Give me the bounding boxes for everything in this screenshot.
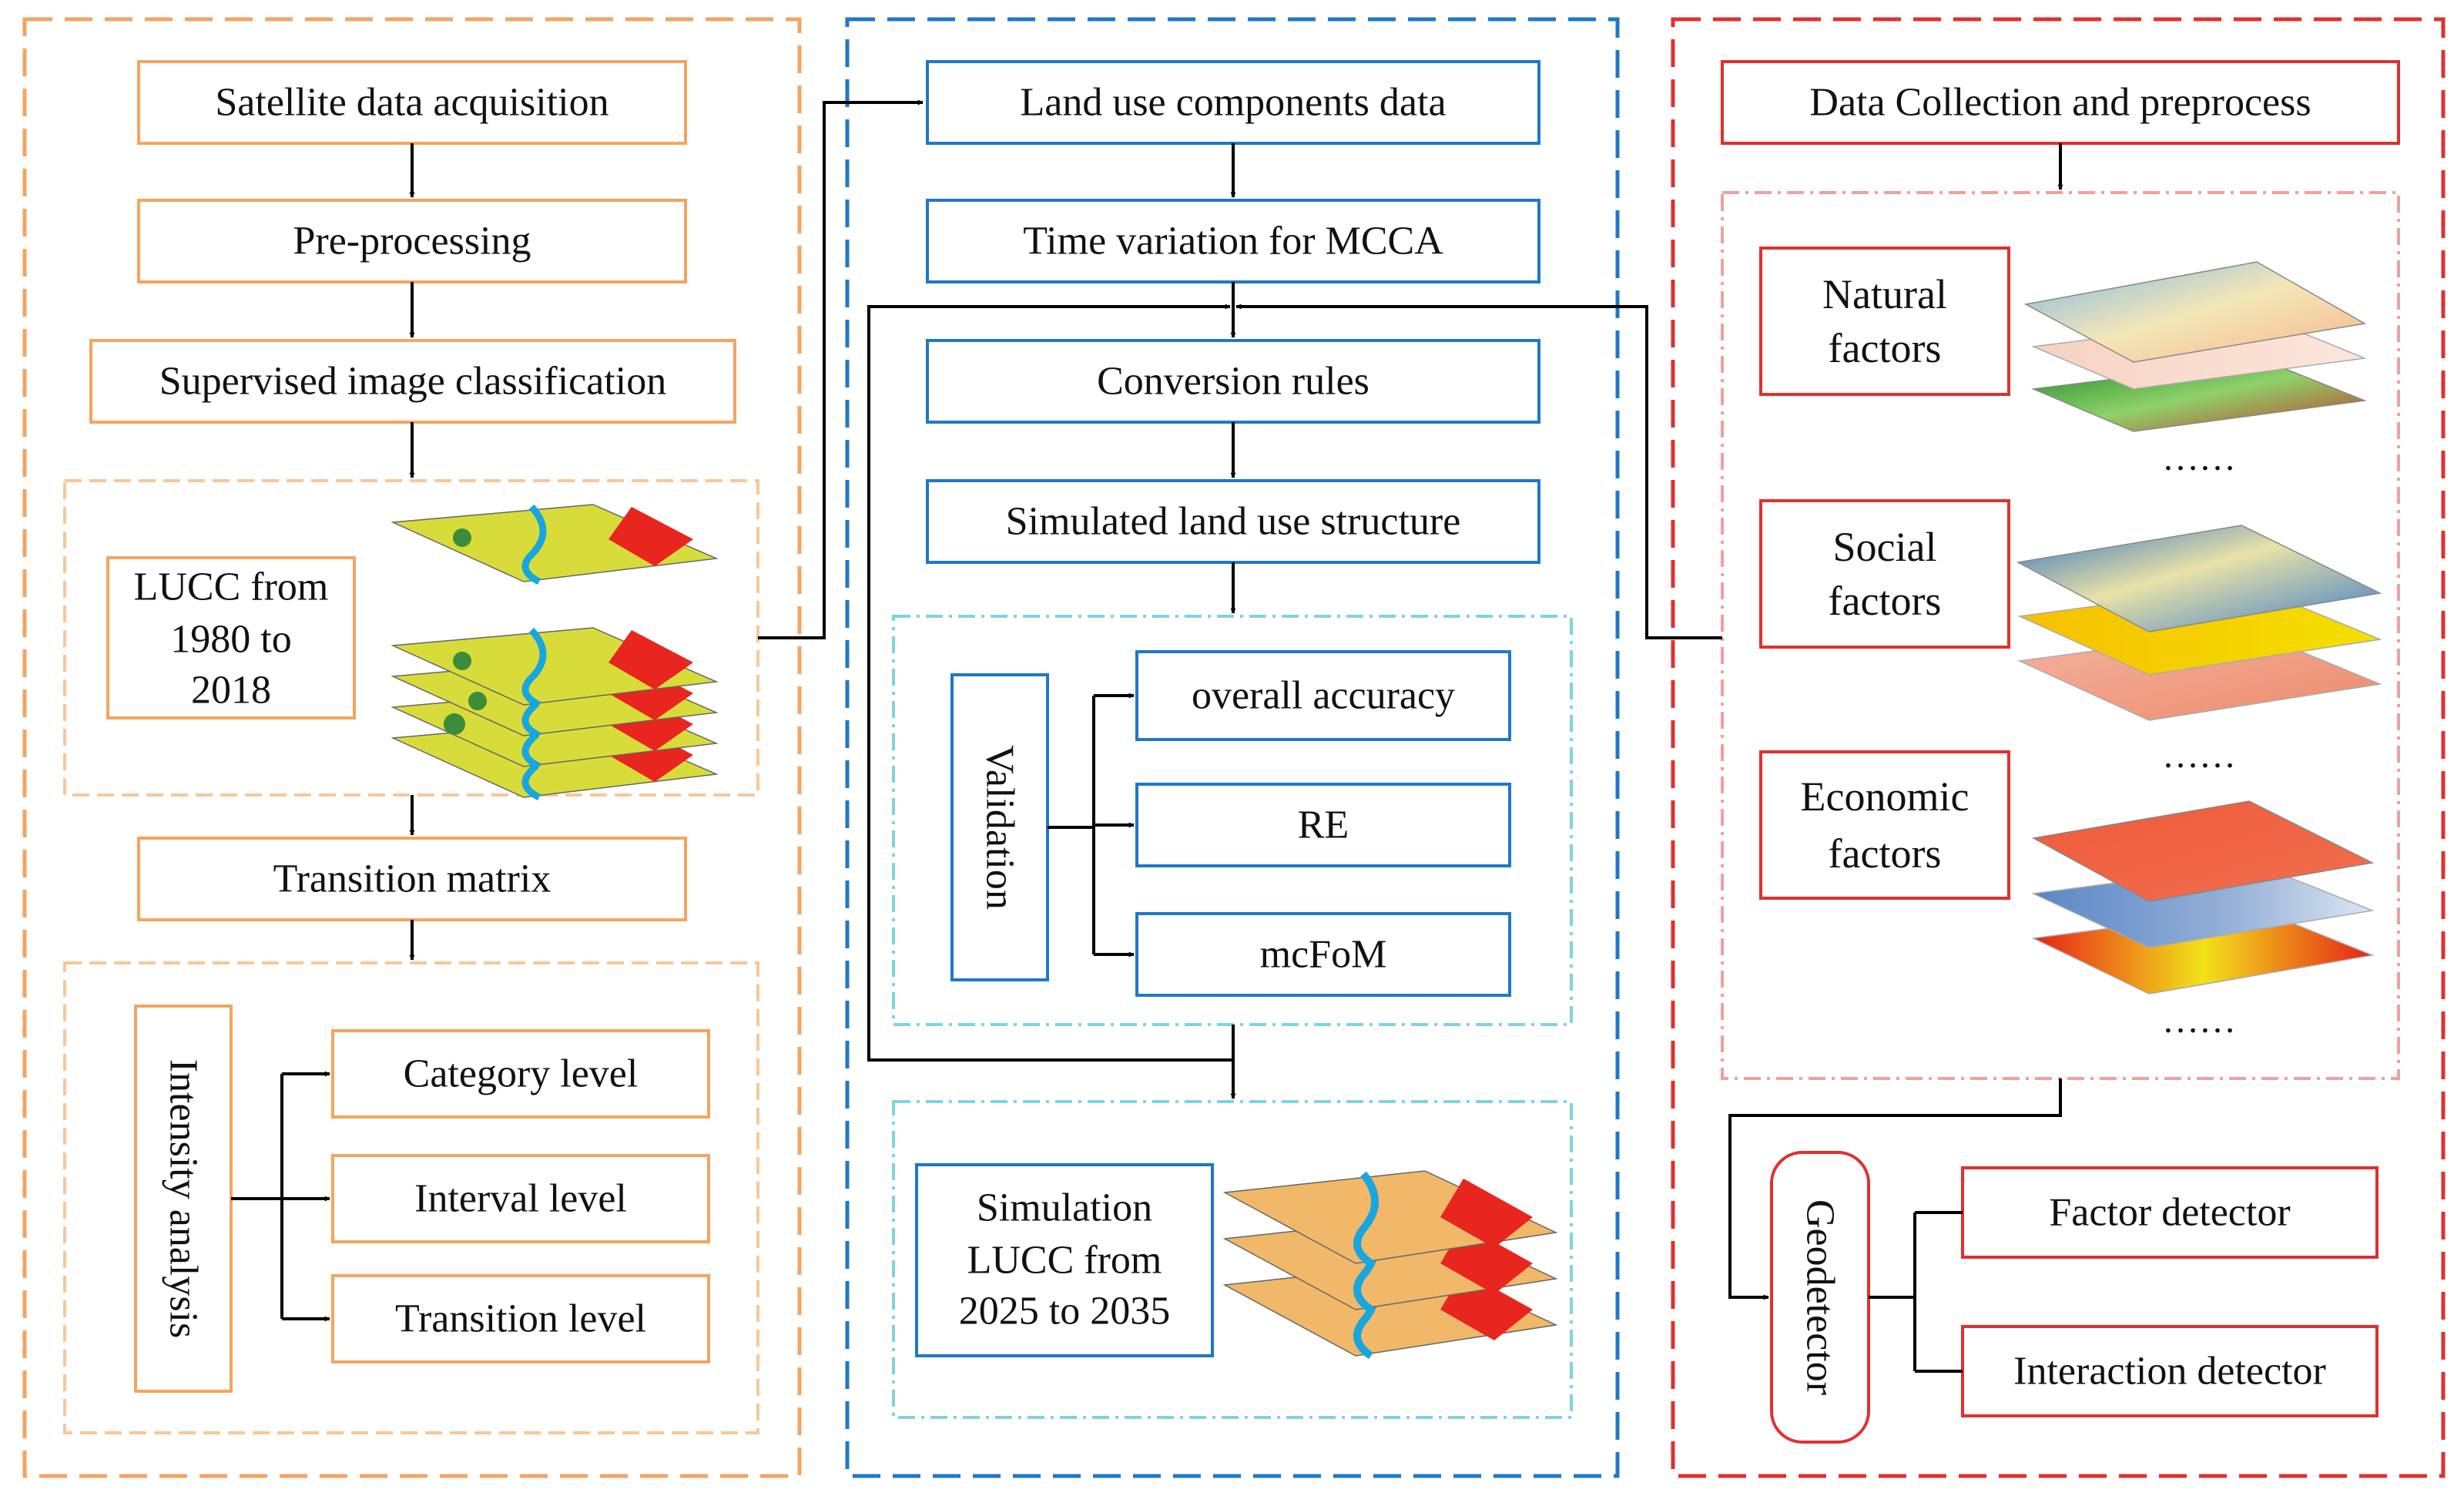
factor-detector-label: Factor detector [2049, 1191, 2290, 1235]
mcfom-label: mcFoM [1260, 933, 1387, 977]
preprocessing-label: Pre-processing [293, 220, 531, 263]
natural-label-line2: factors [1829, 325, 1942, 371]
land-use-box: Land use components data [926, 60, 1540, 145]
social-factors-box: Social factors [1759, 499, 2010, 649]
lucc-map-stack [391, 504, 719, 801]
simulated-label: Simulated land use structure [1006, 500, 1461, 544]
social-label-line2: factors [1829, 578, 1942, 624]
intensity-group [63, 961, 759, 1434]
intensity-label: Intensity analysis [162, 1059, 206, 1339]
natural-label-line1: Natural [1822, 271, 1947, 317]
supervised-box: Supervised image classification [89, 339, 736, 424]
transition-matrix-box: Transition matrix [137, 837, 687, 921]
middle-panel [845, 17, 1620, 1478]
geodetector-label: Geodetector [1799, 1199, 1842, 1395]
natural-factors-box: Natural factors [1759, 247, 2010, 396]
data-collection-label: Data Collection and preprocess [1809, 81, 2311, 125]
interval-box: Interval level [331, 1154, 710, 1243]
social-layers [2016, 525, 2382, 721]
economic-label-line2: factors [1829, 830, 1942, 877]
validation-box: Validation [950, 673, 1049, 981]
simulation-map-stack [1222, 1170, 1558, 1360]
right-arrows [1728, 143, 2063, 1373]
conversion-label: Conversion rules [1097, 360, 1369, 404]
economic-label-line1: Economic [1801, 773, 1970, 820]
right-panel [1671, 17, 2446, 1478]
interval-label: Interval level [414, 1177, 627, 1221]
geodetector-box: Geodetector [1770, 1151, 1870, 1444]
simulated-box: Simulated land use structure [926, 479, 1540, 564]
left-arrows [231, 99, 924, 1322]
category-label: Category level [404, 1052, 639, 1096]
mcfom-box: mcFoM [1135, 912, 1511, 997]
economic-factors-box: Economic factors [1759, 750, 2010, 900]
lucc-label-line1: LUCC from [134, 565, 329, 609]
interaction-detector-box: Interaction detector [1961, 1325, 2379, 1417]
natural-layers [2023, 261, 2367, 432]
time-variation-label: Time variation for MCCA [1023, 220, 1443, 263]
overall-accuracy-label: overall accuracy [1192, 674, 1455, 718]
lucc-box: LUCC from 1980 to 2018 [106, 556, 356, 719]
transition-matrix-label: Transition matrix [273, 857, 551, 901]
simulation-group [892, 1100, 1573, 1419]
simulation-label-line3: 2025 to 2035 [959, 1290, 1170, 1333]
preprocessing-box: Pre-processing [137, 199, 687, 283]
lucc-label-line3: 2018 [191, 669, 271, 713]
economic-layers [2031, 800, 2375, 995]
satellite-label: Satellite data acquisition [215, 81, 608, 125]
supervised-label: Supervised image classification [159, 360, 666, 404]
economic-ellipsis: …… [2162, 1000, 2236, 1041]
simulation-label-line2: LUCC from [967, 1239, 1162, 1283]
category-box: Category level [331, 1029, 710, 1119]
land-use-label: Land use components data [1020, 81, 1446, 125]
re-box: RE [1135, 783, 1511, 867]
factor-detector-box: Factor detector [1961, 1166, 2379, 1259]
social-ellipsis: …… [2162, 735, 2236, 776]
lucc-label-line2: 1980 to [170, 618, 291, 662]
interaction-detector-label: Interaction detector [2013, 1350, 2326, 1394]
overall-accuracy-box: overall accuracy [1135, 650, 1511, 741]
middle-arrows [867, 143, 1722, 1099]
transition-level-box: Transition level [331, 1274, 710, 1364]
satellite-box: Satellite data acquisition [137, 60, 687, 145]
data-collection-box: Data Collection and preprocess [1721, 60, 2400, 145]
transition-level-label: Transition level [395, 1297, 646, 1341]
natural-ellipsis: …… [2162, 438, 2236, 478]
social-label-line1: Social [1833, 524, 1937, 570]
simulation-label-line1: Simulation [977, 1186, 1152, 1230]
conversion-box: Conversion rules [926, 339, 1540, 424]
time-variation-box: Time variation for MCCA [926, 199, 1540, 283]
simulation-box: Simulation LUCC from 2025 to 2035 [915, 1163, 1214, 1357]
re-label: RE [1298, 803, 1349, 847]
validation-label: Validation [978, 745, 1022, 910]
left-panel [22, 17, 802, 1478]
intensity-box: Intensity analysis [134, 1005, 233, 1393]
